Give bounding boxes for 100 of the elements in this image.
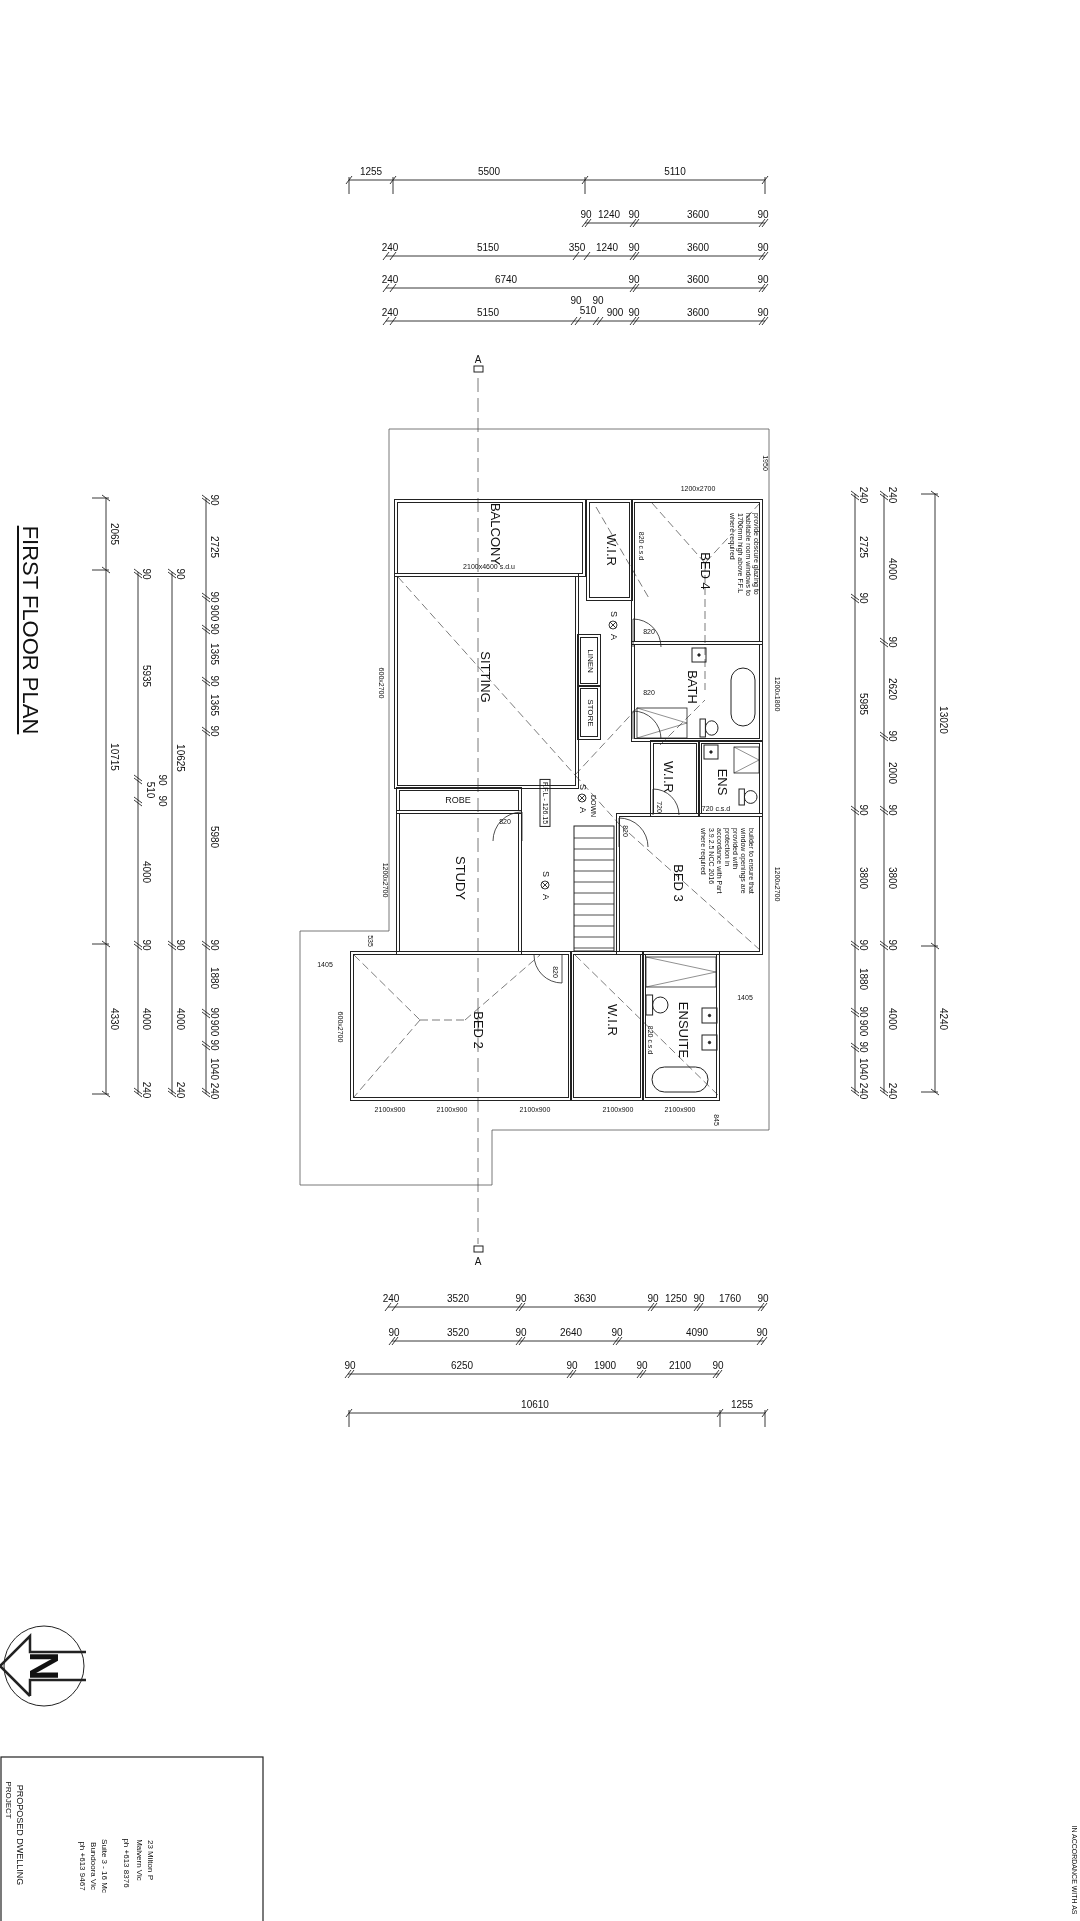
dimension-text: 90: [693, 1294, 705, 1304]
title-block-text: ph +613 8376: [122, 1838, 130, 1888]
dimension-text: 1760: [718, 1294, 742, 1304]
dimension-text: 90: [858, 939, 868, 951]
dimension-text: 90: [209, 939, 219, 951]
room-label: BATH: [685, 670, 699, 704]
dimension-text: 3520: [446, 1294, 470, 1304]
room-outline: [570, 951, 644, 1101]
dimension-text: 90: [628, 243, 640, 253]
dimension-text: 5935: [141, 664, 151, 688]
dimension-text: 90: [209, 675, 219, 687]
dimension-text: 90: [209, 1007, 219, 1019]
dimension-text: 90: [175, 939, 185, 951]
dimension-text: 5980: [209, 825, 219, 849]
title-block-text: PROJECT: [4, 1781, 12, 1819]
dimension-text: 5110: [664, 167, 686, 177]
dimension-text: 240: [381, 243, 399, 253]
smoke-alarm-label: S: [608, 611, 618, 617]
dimension-text: 90: [628, 308, 640, 318]
dimension-text: 3600: [686, 210, 710, 220]
room-label: BED 4: [698, 552, 712, 590]
dimension-text: 2725: [858, 535, 868, 559]
dimension-text: 1250: [664, 1294, 688, 1304]
room-label: ENSUITE: [676, 1001, 690, 1059]
section-label: A: [474, 355, 482, 365]
dimension-text: 510: [145, 781, 155, 799]
dimension-text: 90: [887, 804, 897, 816]
dimension-text: 6250: [450, 1361, 474, 1371]
dimension-text: 1365: [209, 693, 219, 717]
dimension-text: 6740: [494, 275, 518, 285]
dimension-text: 240: [381, 275, 399, 285]
dimension-text: 10715: [109, 743, 119, 771]
dimension-text: 90: [566, 1361, 578, 1371]
dimension-text: 2000: [887, 761, 897, 785]
dimension-text: 90: [858, 804, 868, 816]
dimension-text: 900: [858, 1019, 868, 1037]
dimension-text: 90: [209, 623, 219, 635]
dimension-text: 90: [344, 1361, 356, 1371]
dimension-text: 90: [157, 795, 167, 807]
cupboard-outline: [577, 685, 601, 740]
dimension-text: 3800: [887, 866, 897, 890]
room-outline: [616, 813, 763, 955]
dimension-text: 90: [141, 568, 151, 580]
north-letter: N: [24, 1651, 64, 1681]
dimension-text: 2100: [668, 1361, 692, 1371]
dimension-text: 5500: [477, 167, 501, 177]
dimension-text: 90: [388, 1328, 400, 1338]
title-block-text: Suite 3 - 16 Mc: [100, 1839, 108, 1893]
dimension-text: 90: [515, 1294, 527, 1304]
room-outline: [650, 740, 700, 817]
smoke-alarm-label: A: [577, 807, 587, 813]
dimension-text: 3800: [858, 866, 868, 890]
dimension-text: 90: [887, 730, 897, 742]
plan-title: FIRST FLOOR PLAN: [19, 525, 41, 735]
dimension-text: 3600: [686, 308, 710, 318]
dimension-text: 90: [592, 296, 604, 306]
dimension-text: 4000: [141, 860, 151, 884]
dimension-text: 900: [606, 308, 624, 318]
dimension-text: 240: [381, 308, 399, 318]
room-outline: [586, 499, 633, 601]
dimension-text: 5150: [476, 308, 500, 318]
dimension-text: 90: [209, 725, 219, 737]
dimension-text: 90: [757, 243, 769, 253]
dimension-text: 2640: [559, 1328, 583, 1338]
smoke-alarm-label: S: [540, 871, 550, 877]
dimension-text: 3600: [686, 243, 710, 253]
dimension-text: 1880: [209, 966, 219, 990]
dimension-text: 90: [636, 1361, 648, 1371]
title-block-text: Malvern Vic: [135, 1839, 143, 1881]
smoke-alarm-label: A: [608, 634, 618, 640]
room-outline: [631, 641, 763, 742]
room-label: BED 2: [471, 1011, 485, 1049]
dimension-text: 2620: [887, 677, 897, 701]
cupboard-outline: [577, 634, 601, 687]
dimension-text: 240: [141, 1081, 151, 1099]
dimension-text: 90: [887, 939, 897, 951]
dimension-text: 90: [647, 1294, 659, 1304]
section-label: A: [474, 1257, 482, 1267]
dimension-text: 90: [157, 774, 167, 786]
dimension-text: 4240: [938, 1007, 948, 1031]
dimension-text: 1880: [858, 967, 868, 991]
dimension-text: 10625: [175, 744, 185, 772]
dimension-text: 90: [757, 275, 769, 285]
dimension-text: 240: [858, 486, 868, 504]
dimension-text: 90: [858, 592, 868, 604]
dimension-text: 240: [887, 1082, 897, 1100]
title-block-text: PROPOSED DWELLING: [14, 1784, 24, 1886]
title-block-text: Bundoora Vic: [89, 1842, 97, 1890]
dimension-text: 1040: [209, 1057, 219, 1081]
dimension-text: 4000: [175, 1007, 185, 1031]
dimension-text: 10610: [521, 1400, 549, 1410]
dimension-text: 90: [141, 939, 151, 951]
dimension-text: 4000: [887, 557, 897, 581]
dimension-text: 4000: [887, 1007, 897, 1031]
dimension-text: 3600: [686, 275, 710, 285]
dimension-text: 510: [579, 306, 597, 316]
dimension-text: 350: [568, 243, 586, 253]
dimension-text: 90: [887, 636, 897, 648]
dimension-text: 5150: [476, 243, 500, 253]
dimension-text: 13020: [938, 706, 948, 734]
